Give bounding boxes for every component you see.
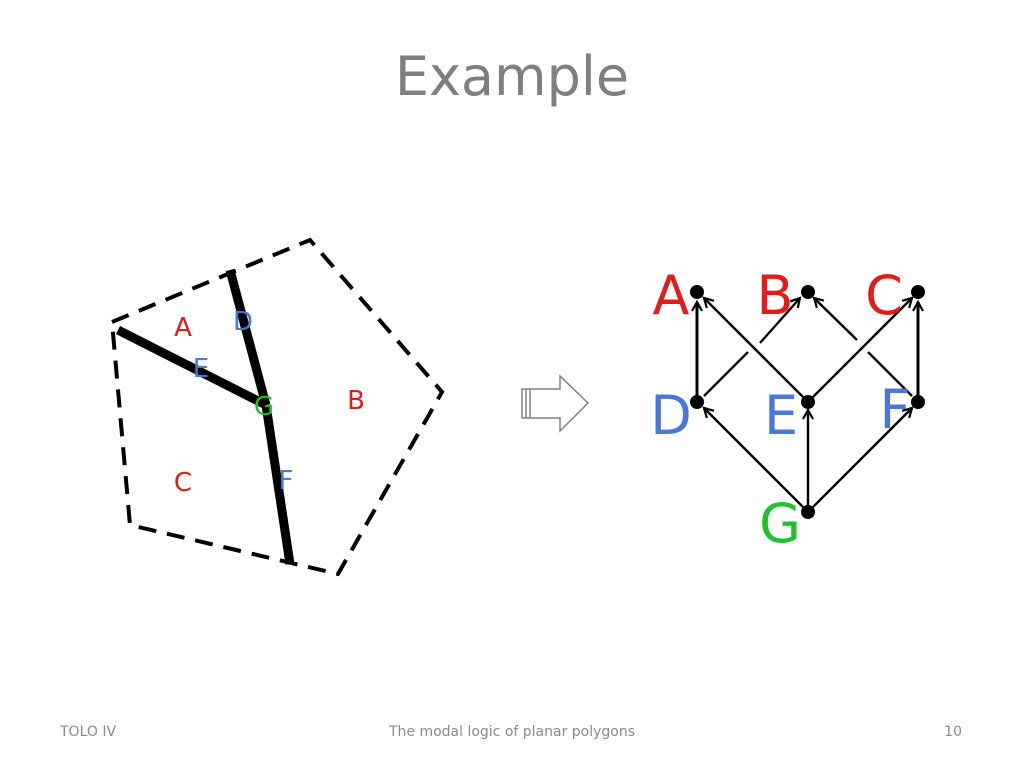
node-g xyxy=(801,505,815,519)
node-label-b: B xyxy=(756,264,793,327)
edge-f-b-lower xyxy=(867,351,913,397)
node-label-a: A xyxy=(653,264,690,327)
node-f xyxy=(911,395,925,409)
poset-edges xyxy=(697,298,918,513)
node-d xyxy=(690,395,704,409)
node-label-f: F xyxy=(879,378,910,441)
node-label-d: D xyxy=(650,384,692,447)
polygon-outline xyxy=(109,237,445,577)
node-e xyxy=(801,395,815,409)
slide-title: Example xyxy=(394,45,630,108)
edge-segment-d xyxy=(225,268,271,407)
edge-label-f: F xyxy=(279,466,294,496)
edge-f-b xyxy=(814,298,858,341)
node-b xyxy=(801,285,815,299)
edge-label-e: E xyxy=(193,354,209,384)
poset-nodes xyxy=(690,285,925,519)
footer-center: The modal logic of planar polygons xyxy=(388,724,636,740)
edge-g-d xyxy=(704,408,809,513)
node-label-g: G xyxy=(759,492,801,555)
vertex-label-g: G xyxy=(254,392,274,422)
region-label-c: C xyxy=(174,468,192,498)
transform-arrow-icon xyxy=(521,374,590,433)
polygon-figure: A B C D E F G xyxy=(109,237,445,577)
edge-segment-e xyxy=(115,325,269,410)
region-label-a: A xyxy=(174,313,192,343)
edge-e-b xyxy=(759,298,800,344)
node-a xyxy=(690,285,704,299)
node-label-c: C xyxy=(865,264,903,327)
edge-label-d: D xyxy=(233,307,253,337)
footer-page-number: 10 xyxy=(944,724,962,740)
edge-d-b-lower xyxy=(703,351,749,397)
edge-g-f xyxy=(807,408,912,513)
node-label-e: E xyxy=(764,384,798,447)
edge-e-c xyxy=(811,298,912,399)
poset-labels: A B C D E F G xyxy=(650,264,910,555)
edge-segment-f xyxy=(261,404,295,565)
poset-diagram: A B C D E F G xyxy=(650,264,925,555)
node-c xyxy=(911,285,925,299)
edge-e-a xyxy=(704,298,809,403)
region-label-b: B xyxy=(347,386,365,416)
footer-left: TOLO IV xyxy=(60,724,117,740)
